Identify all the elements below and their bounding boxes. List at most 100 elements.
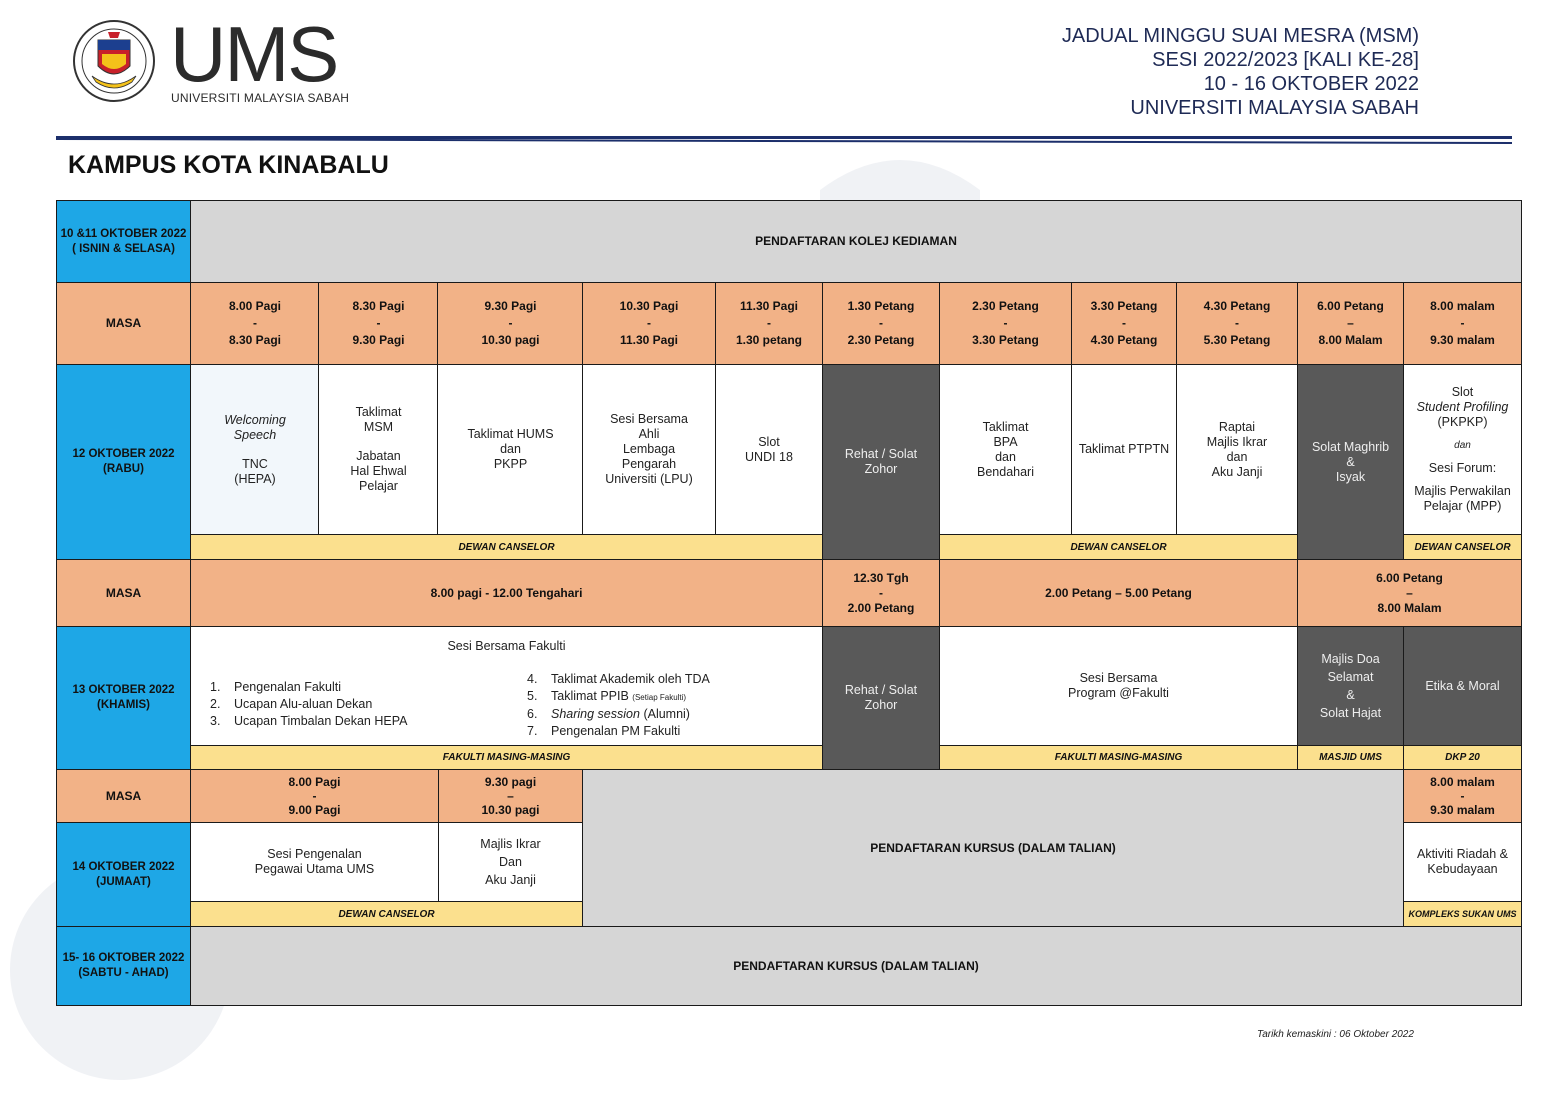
venue-label: MASJID UMS bbox=[1319, 752, 1382, 763]
time-slot: 10.30 Pagi - 11.30 Pagi bbox=[582, 282, 716, 365]
venue-dewan-canselor: DEWAN CANSELOR bbox=[939, 534, 1298, 560]
venue-label: DEWAN CANSELOR bbox=[338, 908, 435, 920]
venue-label: KOMPLEKS SUKAN UMS bbox=[1408, 909, 1517, 919]
event-line: Bendahari bbox=[977, 464, 1034, 479]
event-line: UNDI 18 bbox=[745, 449, 793, 464]
time-text: 2.00 Petang bbox=[847, 600, 915, 615]
event-pendaftaran-kolej: PENDAFTARAN KOLEJ KEDIAMAN bbox=[190, 200, 1522, 283]
time-text: 10.30 pagi bbox=[481, 333, 540, 347]
time-text: 10.30 Pagi bbox=[619, 299, 679, 313]
day-label: 10 &11 OKTOBER 2022 ( ISNIN & SELASA) bbox=[60, 227, 187, 255]
day-cell-13: 13 OKTOBER 2022 (KHAMIS) bbox=[56, 626, 191, 770]
event-line: Universiti (LPU) bbox=[605, 472, 693, 486]
day-sub: (SABTU - AHAD) bbox=[78, 967, 169, 979]
event-line: Lembaga bbox=[622, 442, 676, 456]
event-title: Sesi Bersama Fakulti bbox=[447, 639, 566, 653]
title-line: 10 - 16 OKTOBER 2022 bbox=[1203, 73, 1419, 95]
venue-label: FAKULTI MASING-MASING bbox=[1054, 752, 1183, 763]
time-text: 8.00 Pagi bbox=[288, 775, 341, 789]
time-text: - bbox=[1122, 316, 1126, 330]
event-line: Kebudayaan bbox=[1427, 862, 1498, 876]
event-line: Speech bbox=[233, 427, 277, 442]
event-line: & bbox=[1346, 688, 1355, 702]
event-line: Pengarah bbox=[621, 457, 677, 471]
time-text: 6.00 Petang bbox=[1376, 570, 1443, 585]
event-taklimat-ptptn: Taklimat PTPTN bbox=[1071, 364, 1177, 535]
event-line: Isyak bbox=[1335, 469, 1366, 484]
event-line: Dan bbox=[499, 855, 522, 869]
list-item: 7.Pengenalan PM Fakulti bbox=[527, 723, 710, 740]
day-sub: (KHAMIS) bbox=[96, 699, 151, 711]
time-dash: - bbox=[1460, 789, 1465, 803]
time-text: 9.30 Pagi bbox=[352, 333, 405, 347]
time-text: 12.30 Tgh bbox=[853, 570, 909, 585]
time-text: 11.30 Pagi bbox=[739, 299, 799, 313]
time-dash: - bbox=[879, 585, 883, 600]
list-num: 3. bbox=[210, 714, 221, 728]
day-label: 14 OKTOBER 2022 bbox=[72, 860, 175, 873]
event-line: Welcoming bbox=[224, 412, 286, 427]
time-text: 9.30 pagi bbox=[484, 775, 537, 789]
event-line: Zohor bbox=[864, 698, 898, 712]
document-title: JADUAL MINGGU SUAI MESRA (MSM) SESI 2022… bbox=[1062, 24, 1419, 120]
venue-dewan-canselor: DEWAN CANSELOR bbox=[190, 901, 583, 927]
time-text: 8.00 malam bbox=[1430, 775, 1495, 789]
event-line: Taklimat PTPTN bbox=[1078, 442, 1170, 456]
day-cell-10-11: 10 &11 OKTOBER 2022 ( ISNIN & SELASA) bbox=[56, 200, 191, 283]
day-cell-15-16: 15- 16 OKTOBER 2022 (SABTU - AHAD) bbox=[56, 926, 191, 1006]
masa-text: MASA bbox=[105, 585, 142, 600]
time-text: - bbox=[508, 316, 513, 330]
time-text: - bbox=[647, 316, 651, 330]
time-text: 6.00 Petang bbox=[1317, 299, 1384, 313]
time-text: 4.30 Petang bbox=[1090, 333, 1158, 347]
venue-label: DEWAN CANSELOR bbox=[458, 541, 555, 553]
time-text: 8.30 Pagi bbox=[228, 333, 282, 347]
event-line: Sesi Bersama bbox=[610, 412, 688, 426]
time-text: - bbox=[253, 316, 257, 330]
event-line: & bbox=[1346, 454, 1355, 469]
list-item: 1.Pengenalan Fakulti bbox=[210, 679, 407, 696]
time-text: - bbox=[1003, 316, 1008, 330]
time-slot: 6.00 Petang – 8.00 Malam bbox=[1297, 559, 1522, 627]
time-text: 5.30 Petang bbox=[1203, 333, 1271, 347]
event-rehat-solat: Rehat / Solat Zohor bbox=[822, 626, 940, 770]
venue-label: DKP 20 bbox=[1445, 752, 1480, 763]
day-cell-14: 14 OKTOBER 2022 (JUMAAT) bbox=[56, 822, 191, 927]
event-solat-maghrib: Solat Maghrib&Isyak bbox=[1297, 364, 1404, 560]
venue-dewan-canselor: DEWAN CANSELOR bbox=[1403, 534, 1522, 560]
time-text: - bbox=[767, 316, 771, 330]
title-line: SESI 2022/2023 [KALI KE-28] bbox=[1152, 49, 1419, 71]
time-text: 8.30 Pagi bbox=[352, 299, 405, 313]
time-text: 10.30 pagi bbox=[481, 803, 540, 817]
time-slot: 9.30 pagi – 10.30 pagi bbox=[438, 769, 583, 823]
list-note: (Alumni) bbox=[643, 707, 690, 721]
masa-text: MASA bbox=[105, 316, 142, 330]
venue-fakulti: FAKULTI MASING-MASING bbox=[190, 745, 823, 770]
time-dash: – bbox=[507, 789, 514, 803]
venue-label: FAKULTI MASING-MASING bbox=[442, 752, 571, 763]
event-label: PENDAFTARAN KURSUS (DALAM TALIAN) bbox=[733, 958, 979, 973]
time-text: 2.30 Petang bbox=[847, 333, 915, 347]
time-text: 8.00 Malam bbox=[1377, 600, 1442, 615]
event-aktiviti-riadah: Aktiviti Riadah & Kebudayaan bbox=[1403, 822, 1522, 902]
event-line: Taklimat HUMS bbox=[467, 427, 554, 441]
list-text: Taklimat PPIB bbox=[551, 689, 629, 703]
time-text: 11.30 Pagi bbox=[619, 333, 679, 347]
event-line: Hal Ehwal bbox=[350, 464, 407, 478]
event-line: TNC bbox=[242, 456, 268, 471]
list-num: 7. bbox=[527, 724, 538, 738]
event-line: Ahli bbox=[638, 427, 660, 441]
event-sesi-bersama-fakulti: Sesi Bersama Fakulti bbox=[190, 626, 823, 746]
time-slot: 8.00 pagi - 12.00 Tengahari bbox=[190, 559, 823, 627]
time-text: 9.30 malam bbox=[1430, 803, 1495, 817]
list-num: 5. bbox=[527, 689, 538, 703]
fakulti-list-right: 4.Taklimat Akademik oleh TDA 5.Taklimat … bbox=[527, 671, 710, 740]
event-line: (HEPA) bbox=[234, 471, 276, 486]
time-text: 3.30 Petang bbox=[972, 333, 1039, 347]
event-line: Selamat bbox=[1327, 670, 1374, 684]
event-line: Taklimat bbox=[982, 419, 1029, 434]
event-line: MSM bbox=[363, 420, 394, 434]
